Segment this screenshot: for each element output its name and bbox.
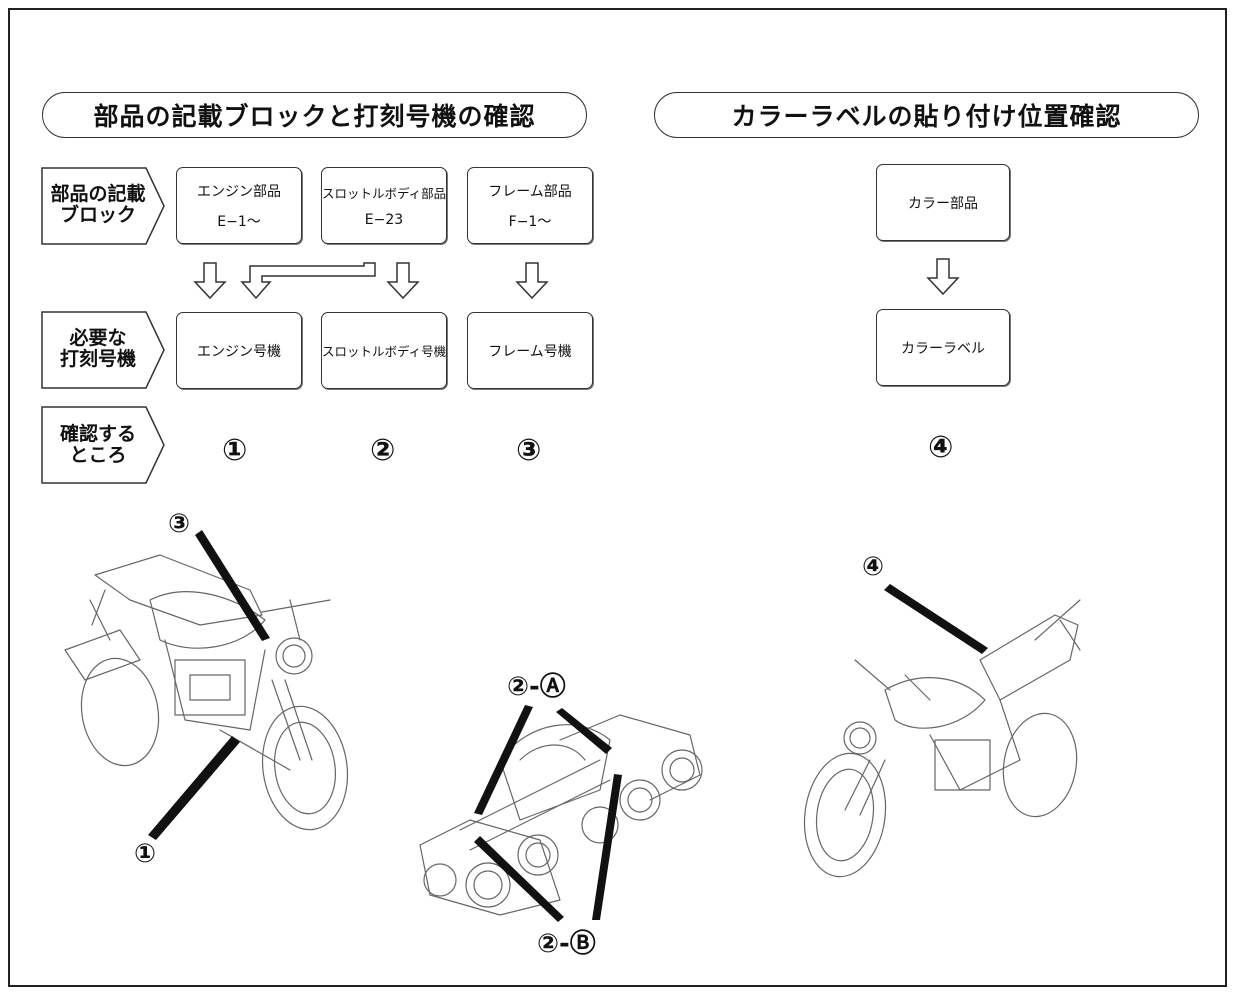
- check-4: ④: [928, 430, 954, 465]
- right-section-title: カラーラベルの貼り付け位置確認: [654, 92, 1199, 138]
- arrow-down-icon: [515, 262, 549, 300]
- stamp-label: フレーム号機: [488, 343, 572, 360]
- callout-1: ①: [134, 839, 157, 869]
- color-parts-label: カラー部品: [908, 195, 978, 212]
- row-label-check: 確認する ところ: [59, 423, 136, 466]
- page-frame: [8, 8, 1227, 987]
- block-title: フレーム部品: [488, 183, 572, 200]
- arrow-down-icon: [386, 262, 420, 300]
- callout-pointer: [474, 705, 533, 815]
- stamp-throttle: スロットルボディ号機: [321, 312, 447, 389]
- stamp-engine: エンジン号機: [176, 312, 302, 389]
- row-label-stamps: 必要な 打刻号機: [59, 327, 136, 370]
- color-parts-box: カラー部品: [876, 164, 1010, 241]
- arrow-bent-icon: [240, 262, 376, 300]
- arrow-down-icon: [926, 258, 960, 296]
- callout-pointer: [556, 708, 612, 754]
- motorcycle-left-illustration: [64, 554, 349, 831]
- callout-pointer: [592, 774, 622, 920]
- stamp-frame: フレーム号機: [467, 312, 593, 389]
- arrow-down-icon: [193, 262, 227, 300]
- callout-3: ③: [168, 509, 191, 539]
- check-2: ②: [370, 433, 396, 468]
- check-1: ①: [222, 433, 248, 468]
- stamp-label: エンジン号機: [197, 343, 281, 360]
- block-code: E−1〜: [217, 213, 261, 230]
- callout-pointer: [474, 836, 564, 922]
- callout-pointer: [195, 530, 270, 641]
- callout-pointer: [884, 584, 988, 654]
- block-code: F−1〜: [508, 213, 552, 230]
- check-3: ③: [516, 433, 542, 468]
- block-title: スロットルボディ部品: [321, 186, 447, 201]
- block-frame-parts: フレーム部品 F−1〜: [467, 167, 593, 244]
- row-label-blocks: 部品の記載 ブロック: [50, 183, 146, 226]
- block-title: エンジン部品: [197, 183, 281, 200]
- stamp-label: スロットルボディ号機: [321, 344, 447, 359]
- left-section-title: 部品の記載ブロックと打刻号機の確認: [42, 92, 587, 138]
- motorcycle-right-illustration: [803, 599, 1081, 878]
- block-engine-parts: エンジン部品 E−1〜: [176, 167, 302, 244]
- block-code: E−23: [364, 212, 404, 228]
- callout-pointer: [148, 736, 240, 840]
- color-label-box: カラーラベル: [876, 309, 1010, 386]
- callout-2b: ②-Ⓑ: [537, 929, 596, 959]
- throttle-body-illustration: [419, 714, 703, 916]
- callout-2a: ②-Ⓐ: [507, 672, 566, 702]
- color-label-label: カラーラベル: [901, 340, 985, 357]
- callout-4: ④: [862, 552, 885, 582]
- block-throttle-parts: スロットルボディ部品 E−23: [321, 167, 447, 244]
